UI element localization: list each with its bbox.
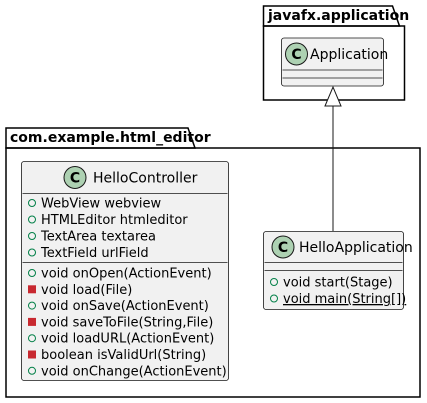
member-text: boolean isValidUrl(String) — [41, 348, 206, 363]
public-visibility-icon — [28, 366, 36, 375]
member-text: WebView webview — [41, 197, 162, 212]
inheritance-arrow — [324, 85, 342, 231]
member-text: HTMLEditor htmleditor — [41, 213, 188, 228]
class-hello-controller[interactable]: C HelloController WebView webviewHTMLEdi… — [21, 161, 229, 381]
method-compartment: void start(Stage)void main(String[]) — [270, 276, 406, 307]
member-text: void onSave(ActionEvent) — [41, 299, 209, 314]
public-visibility-icon — [28, 269, 36, 277]
public-visibility-icon — [28, 301, 36, 310]
hollow-triangle-arrowhead-icon — [324, 85, 342, 107]
member-text: void onChange(ActionEvent) — [41, 364, 227, 379]
class-badge-icon — [271, 235, 295, 259]
private-visibility-icon — [28, 317, 36, 326]
class-badge-icon — [63, 166, 87, 189]
public-visibility-icon — [28, 232, 36, 240]
public-visibility-icon — [28, 199, 36, 207]
class-badge-letter: C — [70, 171, 80, 187]
class-name: HelloApplication — [299, 240, 413, 256]
package-com-example-html-editor: com.example.html_editor — [5, 127, 421, 398]
public-visibility-icon — [270, 294, 278, 303]
member-text: void load(File) — [41, 283, 132, 298]
private-visibility-icon — [28, 285, 36, 294]
public-visibility-icon — [28, 248, 36, 257]
member-text: TextArea textarea — [40, 230, 156, 245]
public-visibility-icon — [28, 215, 36, 224]
public-visibility-icon — [28, 334, 36, 343]
class-name: HelloController — [93, 171, 198, 187]
member-text: void main(String[]) — [283, 292, 406, 307]
public-visibility-icon — [270, 278, 278, 286]
package-label: com.example.html_editor — [10, 130, 211, 146]
class-application[interactable]: C Application — [281, 37, 389, 87]
method-compartment: void onOpen(ActionEvent)void load(File)v… — [28, 267, 227, 379]
class-badge-letter: C — [278, 240, 288, 256]
class-badge-icon — [285, 42, 308, 66]
member-text: void onOpen(ActionEvent) — [41, 267, 212, 282]
class-name: Application — [310, 47, 388, 63]
member-text: void start(Stage) — [283, 276, 393, 291]
private-visibility-icon — [28, 350, 36, 359]
member-text: void saveToFile(String,File) — [41, 315, 213, 330]
class-hello-application[interactable]: C HelloApplication void start(Stage)void… — [263, 231, 413, 310]
member-text: TextField urlField — [40, 246, 149, 261]
package-label: javafx.application — [267, 8, 409, 24]
member-text: void loadURL(ActionEvent) — [41, 332, 214, 347]
class-badge-letter: C — [291, 47, 301, 63]
